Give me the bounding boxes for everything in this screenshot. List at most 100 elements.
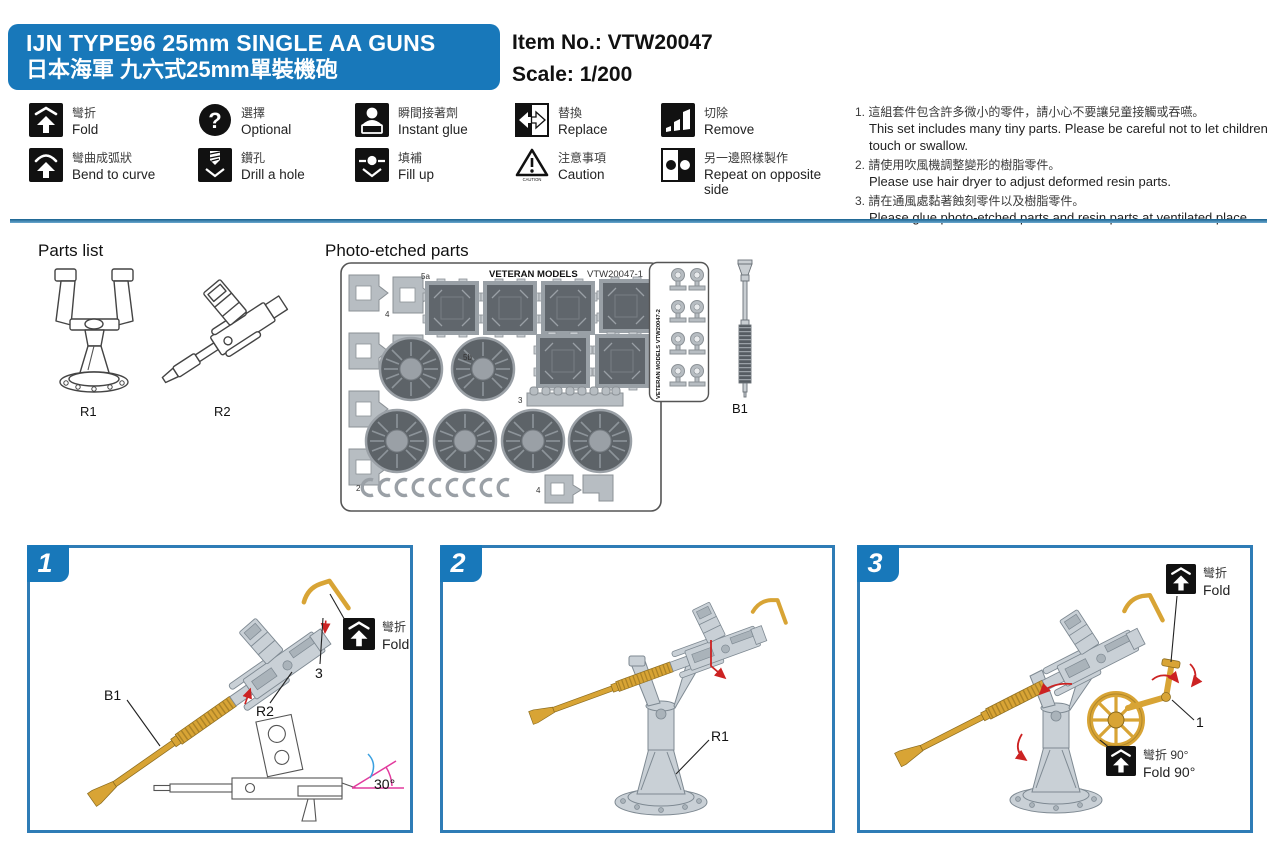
legend-label-en: Remove [704, 122, 755, 137]
fold-icon [343, 618, 375, 655]
legend-label-en: Bend to curve [72, 167, 156, 182]
callout-part1: 1 [1196, 714, 1204, 730]
legend-optional: ? 選擇 Optional [198, 103, 355, 137]
legend-label-zh: 彎曲成弧狀 [72, 151, 133, 165]
legend-drill: 鑽孔 Drill a hole [198, 148, 355, 197]
fold-instruction: 彎折 Fold [1166, 564, 1230, 599]
fold-instruction: 彎折 Fold [343, 618, 409, 655]
part-label-r1: R1 [80, 404, 97, 419]
legend-label-en: Repeat on opposite side [704, 167, 822, 197]
step-2-illustration [528, 598, 788, 816]
fret1-number: 2 [356, 484, 361, 493]
fold-label-en: Fold [382, 636, 410, 652]
legend-fold: 彎折 Fold [29, 103, 198, 137]
parts-list-title: Parts list [38, 241, 104, 260]
note-en: Please use hair dryer to adjust deformed… [869, 173, 1172, 189]
title-banner: IJN TYPE96 25mm SINGLE AA GUNS 日本海軍 九六式2… [8, 24, 500, 90]
fold-label-en: Fold [1203, 582, 1231, 598]
step-2-panel: 2 [440, 545, 835, 833]
item-number: Item No.: VTW20047 [512, 31, 713, 54]
fret1-part-4b [544, 474, 614, 504]
callout-part3: 3 [315, 665, 323, 681]
title-english: IJN TYPE96 25mm SINGLE AA GUNS [26, 30, 436, 56]
legend-label-zh: 注意事項 [558, 151, 607, 165]
fold-icon [1106, 746, 1136, 781]
fold-icon [1166, 564, 1196, 599]
resin-part-r1-drawing [54, 268, 134, 393]
legend-label-en: Fill up [398, 167, 435, 182]
note-en: This set includes many tiny parts. Pleas… [869, 121, 1268, 153]
callout-r1: R1 [711, 728, 729, 744]
legend-repeat: 另一邊照樣製作 Repeat on opposite side [661, 148, 845, 197]
step-3-panel: 3 [857, 545, 1253, 833]
fret1-brand: VETERAN MODELS [489, 269, 578, 280]
step-1-number: 1 [27, 545, 69, 582]
note-zh: 3. 請在通風處黏著蝕刻零件以及樹脂零件。 [855, 193, 1085, 208]
title-chinese: 日本海軍 九六式25mm單裝機砲 [26, 57, 338, 83]
replace-icon [515, 103, 549, 137]
safety-notes: 1. 這組套件包含許多微小的零件，請小心不要讓兒童接觸或吞嚥。 This set… [855, 103, 1273, 228]
legend-label-en: Optional [241, 122, 292, 137]
legend-label-en: Fold [72, 122, 99, 137]
callout-b1: B1 [104, 687, 122, 703]
section-divider [10, 219, 1267, 223]
fold-label-zh: 彎折 [382, 620, 407, 634]
part-label-b1: B1 [732, 401, 748, 416]
note-item: 2. 請使用吹風機調整變形的樹脂零件。 Please use hair drye… [855, 156, 1273, 191]
legend-bend: 彎曲成弧狀 Bend to curve [29, 148, 198, 197]
note-zh: 1. 這組套件包含許多微小的零件，請小心不要讓兒童接觸或吞嚥。 [855, 105, 1205, 119]
step-3-illustration [894, 592, 1203, 814]
fill-up-icon [355, 148, 389, 182]
legend-label-en: Caution [558, 167, 605, 182]
pe-fret-1-drawing: VETERAN MODELS VTW20047-1 4 5a 5b 3 2 4 [340, 262, 662, 512]
step-3-number: 3 [857, 545, 899, 582]
legend-label-zh: 填補 [398, 151, 423, 165]
legend-label-zh: 另一邊照樣製作 [704, 151, 789, 165]
legend-label-zh: 選擇 [241, 106, 266, 120]
legend-fill-up: 填補 Fill up [355, 148, 515, 197]
legend-label-zh: 彎折 [72, 106, 97, 120]
photo-etched-title: Photo-etched parts [325, 241, 469, 260]
callout-r2: R2 [256, 703, 274, 719]
resin-part-r2-drawing [161, 279, 289, 384]
instant-glue-icon [355, 103, 389, 137]
fret1-comb-strip [526, 386, 624, 407]
legend-label-zh: 替換 [558, 106, 583, 120]
part-label-r2: R2 [214, 404, 231, 419]
brass-barrel-b1-drawing [737, 259, 753, 398]
note-item: 1. 這組套件包含許多微小的零件，請小心不要讓兒童接觸或吞嚥。 This set… [855, 103, 1273, 155]
legend-caution: CAUTION 注意事項 Caution [515, 148, 661, 197]
legend-remove: 切除 Remove [661, 103, 845, 137]
fret1-number: 4 [536, 486, 541, 495]
item-info: Item No.: VTW20047 Scale: 1/200 [512, 27, 713, 90]
step-1-panel: 1 [27, 545, 413, 833]
svg-text:?: ? [208, 108, 221, 133]
legend-label-zh: 鑽孔 [241, 151, 266, 165]
fret1-number: 3 [518, 396, 523, 405]
legend-label-zh: 切除 [704, 106, 729, 120]
fret1-c-strip [360, 477, 510, 498]
fret2-label: VETERAN MODELS VTW20047-2 [656, 309, 662, 399]
legend-label-en: Drill a hole [241, 167, 305, 182]
optional-icon: ? [198, 103, 232, 137]
angle-label: 30° [374, 776, 396, 792]
caution-icon: CAUTION [515, 148, 549, 182]
bend-to-curve-icon [29, 148, 63, 182]
fold-90-label-zh: 彎折 90° [1143, 748, 1189, 762]
fold-90-label-en: Fold 90° [1143, 764, 1196, 780]
note-zh: 2. 請使用吹風機調整變形的樹脂零件。 [855, 157, 1061, 172]
fold-90-instruction: 彎折 90° Fold 90° [1106, 746, 1195, 781]
fret1-code: VTW20047-1 [587, 269, 643, 280]
step-1-illustration [87, 578, 404, 822]
caution-small-text: CAUTION [523, 177, 542, 182]
repeat-opposite-icon [661, 148, 695, 182]
fret1-number: 4 [385, 310, 390, 319]
legend-label-en: Instant glue [398, 122, 468, 137]
legend-label-en: Replace [558, 122, 608, 137]
pe-handwheel [1087, 658, 1181, 749]
fold-label-zh: 彎折 [1203, 566, 1228, 580]
remove-icon [661, 103, 695, 137]
pe-fret-2-drawing: VETERAN MODELS VTW20047-2 [648, 261, 710, 403]
